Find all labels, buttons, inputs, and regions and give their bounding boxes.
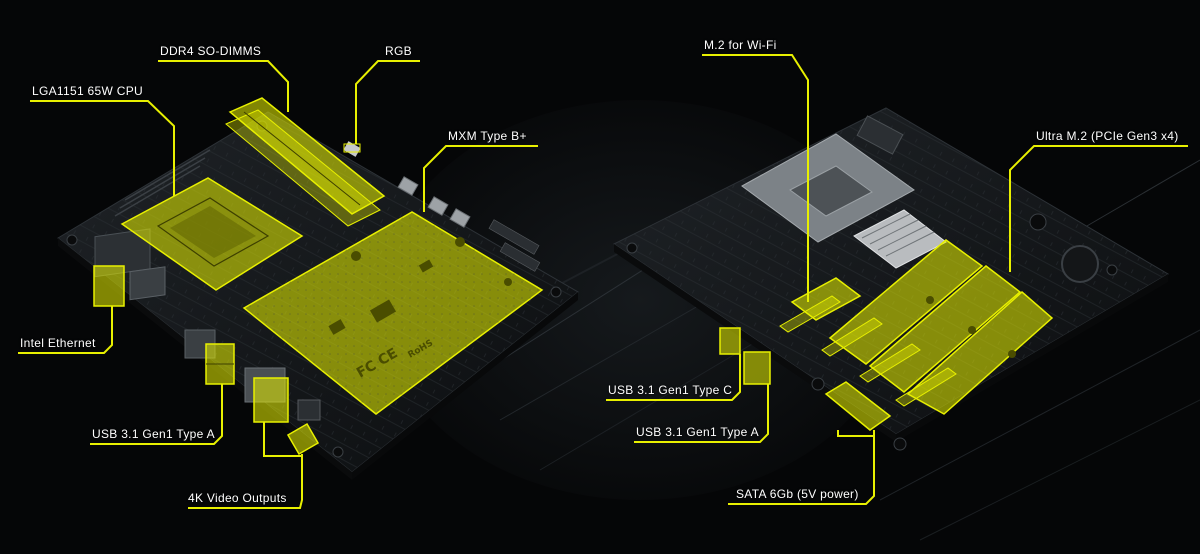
callout-cpu: LGA1151 65W CPU <box>32 84 143 98</box>
callout-usb-a-right: USB 3.1 Gen1 Type A <box>636 425 759 439</box>
video-outputs-highlight <box>253 377 289 423</box>
callout-usb-a-left: USB 3.1 Gen1 Type A <box>92 427 215 441</box>
callout-mxm: MXM Type B+ <box>448 129 527 143</box>
usb-c-highlight <box>719 327 741 355</box>
callout-ethernet: Intel Ethernet <box>20 336 96 350</box>
ultra-m2-slot-2 <box>868 265 1022 393</box>
usb-a-highlight-right <box>743 351 771 385</box>
right-board <box>613 107 1169 451</box>
left-highlights: FC CE RoHS <box>93 97 544 456</box>
ddr4-slot-highlight <box>228 97 386 215</box>
right-highlights <box>719 239 1054 431</box>
callout-lines <box>18 54 1188 509</box>
callout-ddr4: DDR4 SO-DIMMS <box>160 44 262 58</box>
callout-usb-c: USB 3.1 Gen1 Type C <box>608 383 733 397</box>
sata-highlight <box>824 381 892 431</box>
callout-sata: SATA 6Gb (5V power) <box>736 487 859 501</box>
ethernet-highlight <box>93 265 125 307</box>
callout-ultra-m2: Ultra M.2 (PCIe Gen3 x4) <box>1036 129 1179 143</box>
callout-m2-wifi: M.2 for Wi-Fi <box>704 38 777 52</box>
callout-video-outputs: 4K Video Outputs <box>188 491 287 505</box>
ultra-m2-slot-3 <box>906 291 1054 415</box>
callout-rgb: RGB <box>385 44 412 58</box>
